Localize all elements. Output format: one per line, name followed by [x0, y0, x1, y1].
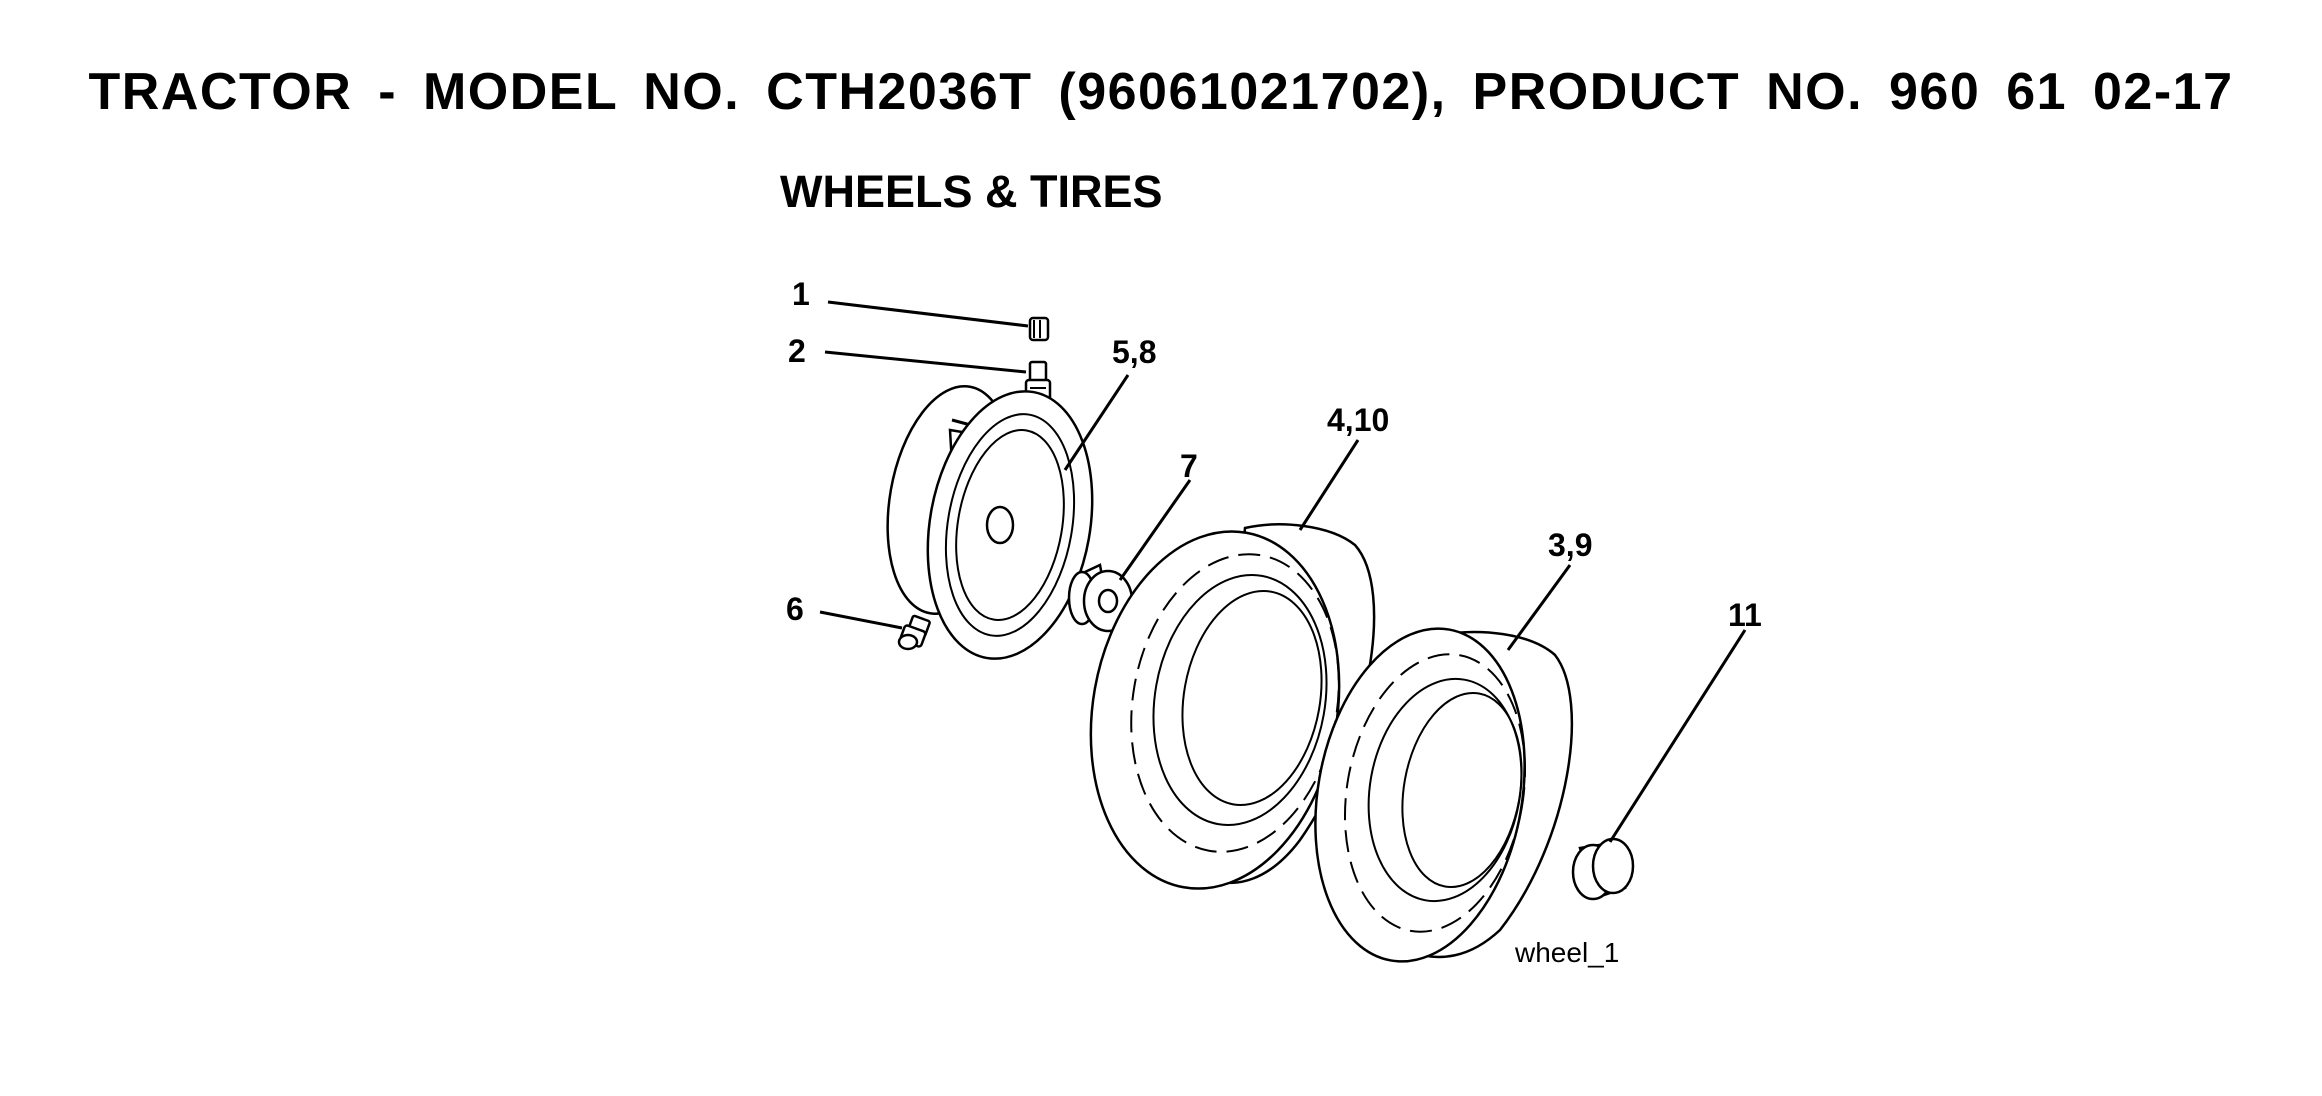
wheel-rim-part — [886, 385, 1094, 660]
leader-line-3-9 — [1506, 564, 1572, 651]
leader-line-4-10 — [1298, 439, 1360, 531]
callout-1: 1 — [792, 276, 810, 312]
tire-back-part — [1089, 523, 1376, 890]
section-subtitle: WHEELS & TIRES — [780, 166, 1163, 217]
figure-tag: wheel_1 — [1514, 937, 1619, 968]
callout-5-8: 5,8 — [1112, 334, 1156, 370]
callout-11: 11 — [1728, 597, 1762, 633]
leader-line-5-8 — [1063, 374, 1130, 471]
leader-line-6 — [819, 610, 903, 630]
leader-line-1 — [827, 300, 1029, 328]
leader-line-7 — [1118, 479, 1192, 581]
callout-7: 7 — [1180, 448, 1198, 484]
callout-3-9: 3,9 — [1548, 527, 1592, 563]
callout-4-10: 4,10 — [1327, 402, 1389, 438]
leader-line-11 — [1608, 629, 1747, 843]
page-title: TRACTOR - MODEL NO. CTH2036T (9606102170… — [88, 63, 2234, 121]
valve-cap-part — [1028, 316, 1050, 342]
grease-fitting-part — [897, 614, 931, 651]
leader-line-2 — [824, 350, 1027, 374]
tire-front-part — [1314, 627, 1574, 963]
center-cap-part — [1571, 837, 1635, 901]
callout-6: 6 — [786, 591, 804, 627]
callout-2: 2 — [788, 333, 806, 369]
